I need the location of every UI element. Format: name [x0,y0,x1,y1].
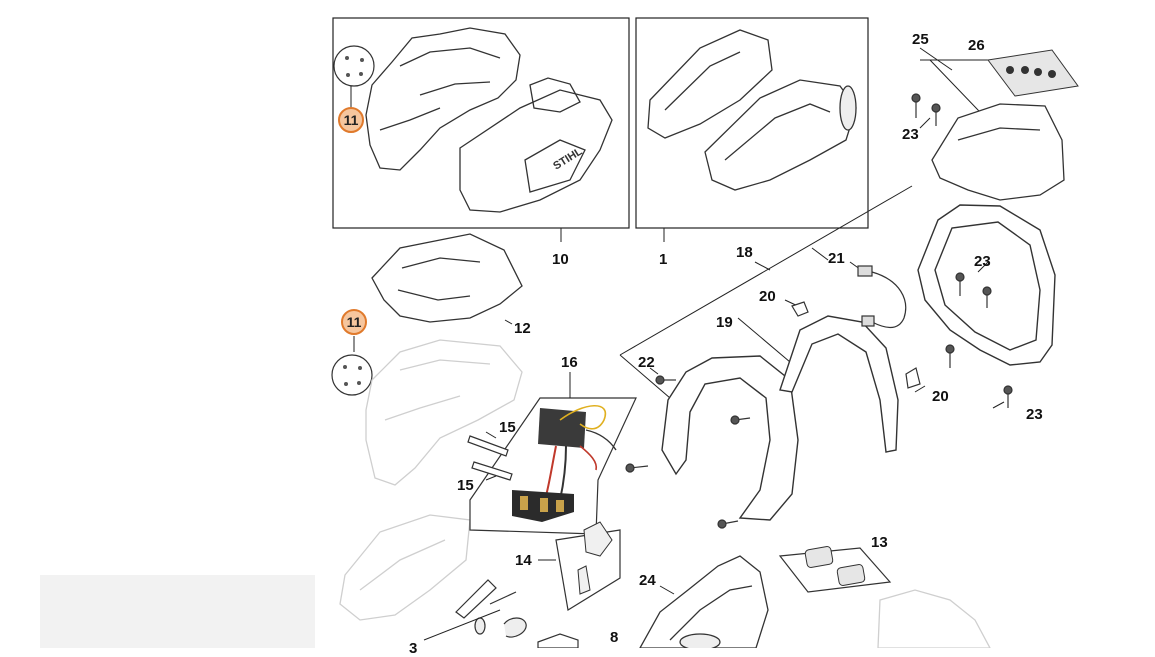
part-label-20-top: 20 [759,288,776,305]
leader-25 [919,47,953,71]
gasket-11-top [333,45,375,108]
part-label-10: 10 [552,251,569,268]
callout-11-bottom[interactable]: 11 [341,309,367,335]
cover-12 [371,233,523,325]
part-label-14: 14 [515,552,532,569]
part-label-23-bottom: 23 [1026,406,1043,423]
part-label-24: 24 [639,572,656,589]
handle-shell-1 [647,29,857,191]
part-label-19: 19 [716,314,733,331]
part-label-23-mid: 23 [974,253,991,270]
strips-15 [467,431,513,481]
part-label-20-bottom: 20 [932,388,949,405]
housing-shell-10 [365,27,613,213]
screws-22 [625,375,751,529]
lever-14 [538,521,621,611]
part-label-25: 25 [912,31,929,48]
part-label-22: 22 [638,354,655,371]
label-plate-26 [987,49,1079,97]
screws-23-top [911,93,941,126]
callout-11-top[interactable]: 11 [338,107,364,133]
part-label-26: 26 [968,37,985,54]
bracket-lines [619,117,1005,409]
spring-3 [423,579,579,648]
part-label-1: 1 [659,251,668,268]
part-label-15-bottom: 15 [457,477,474,494]
gasket-11-bottom [331,336,373,396]
part-label-12: 12 [514,320,531,337]
part-10-frame [332,17,630,229]
part-label-15-top: 15 [499,419,516,436]
switch-21 [857,265,907,329]
part-label-3: 3 [409,640,418,657]
clip-20 [791,301,921,389]
cover-25 [931,103,1065,201]
handle-frame [917,204,1056,366]
part-label-16: 16 [561,354,578,371]
part-label-8: 8 [610,629,619,646]
housing-24 [639,555,769,648]
pads-13 [778,546,892,593]
trigger-lever-19 [779,315,899,453]
electronics-module-16 [469,372,637,535]
faded-housing [339,339,991,648]
loop-handle [661,355,799,521]
screws-23-right [945,272,1013,408]
part-label-13: 13 [871,534,888,551]
part-1-frame [635,17,869,229]
part-label-23-top: 23 [902,126,919,143]
part-label-18: 18 [736,244,753,261]
part-label-21: 21 [828,250,845,267]
background-shade [40,575,315,648]
